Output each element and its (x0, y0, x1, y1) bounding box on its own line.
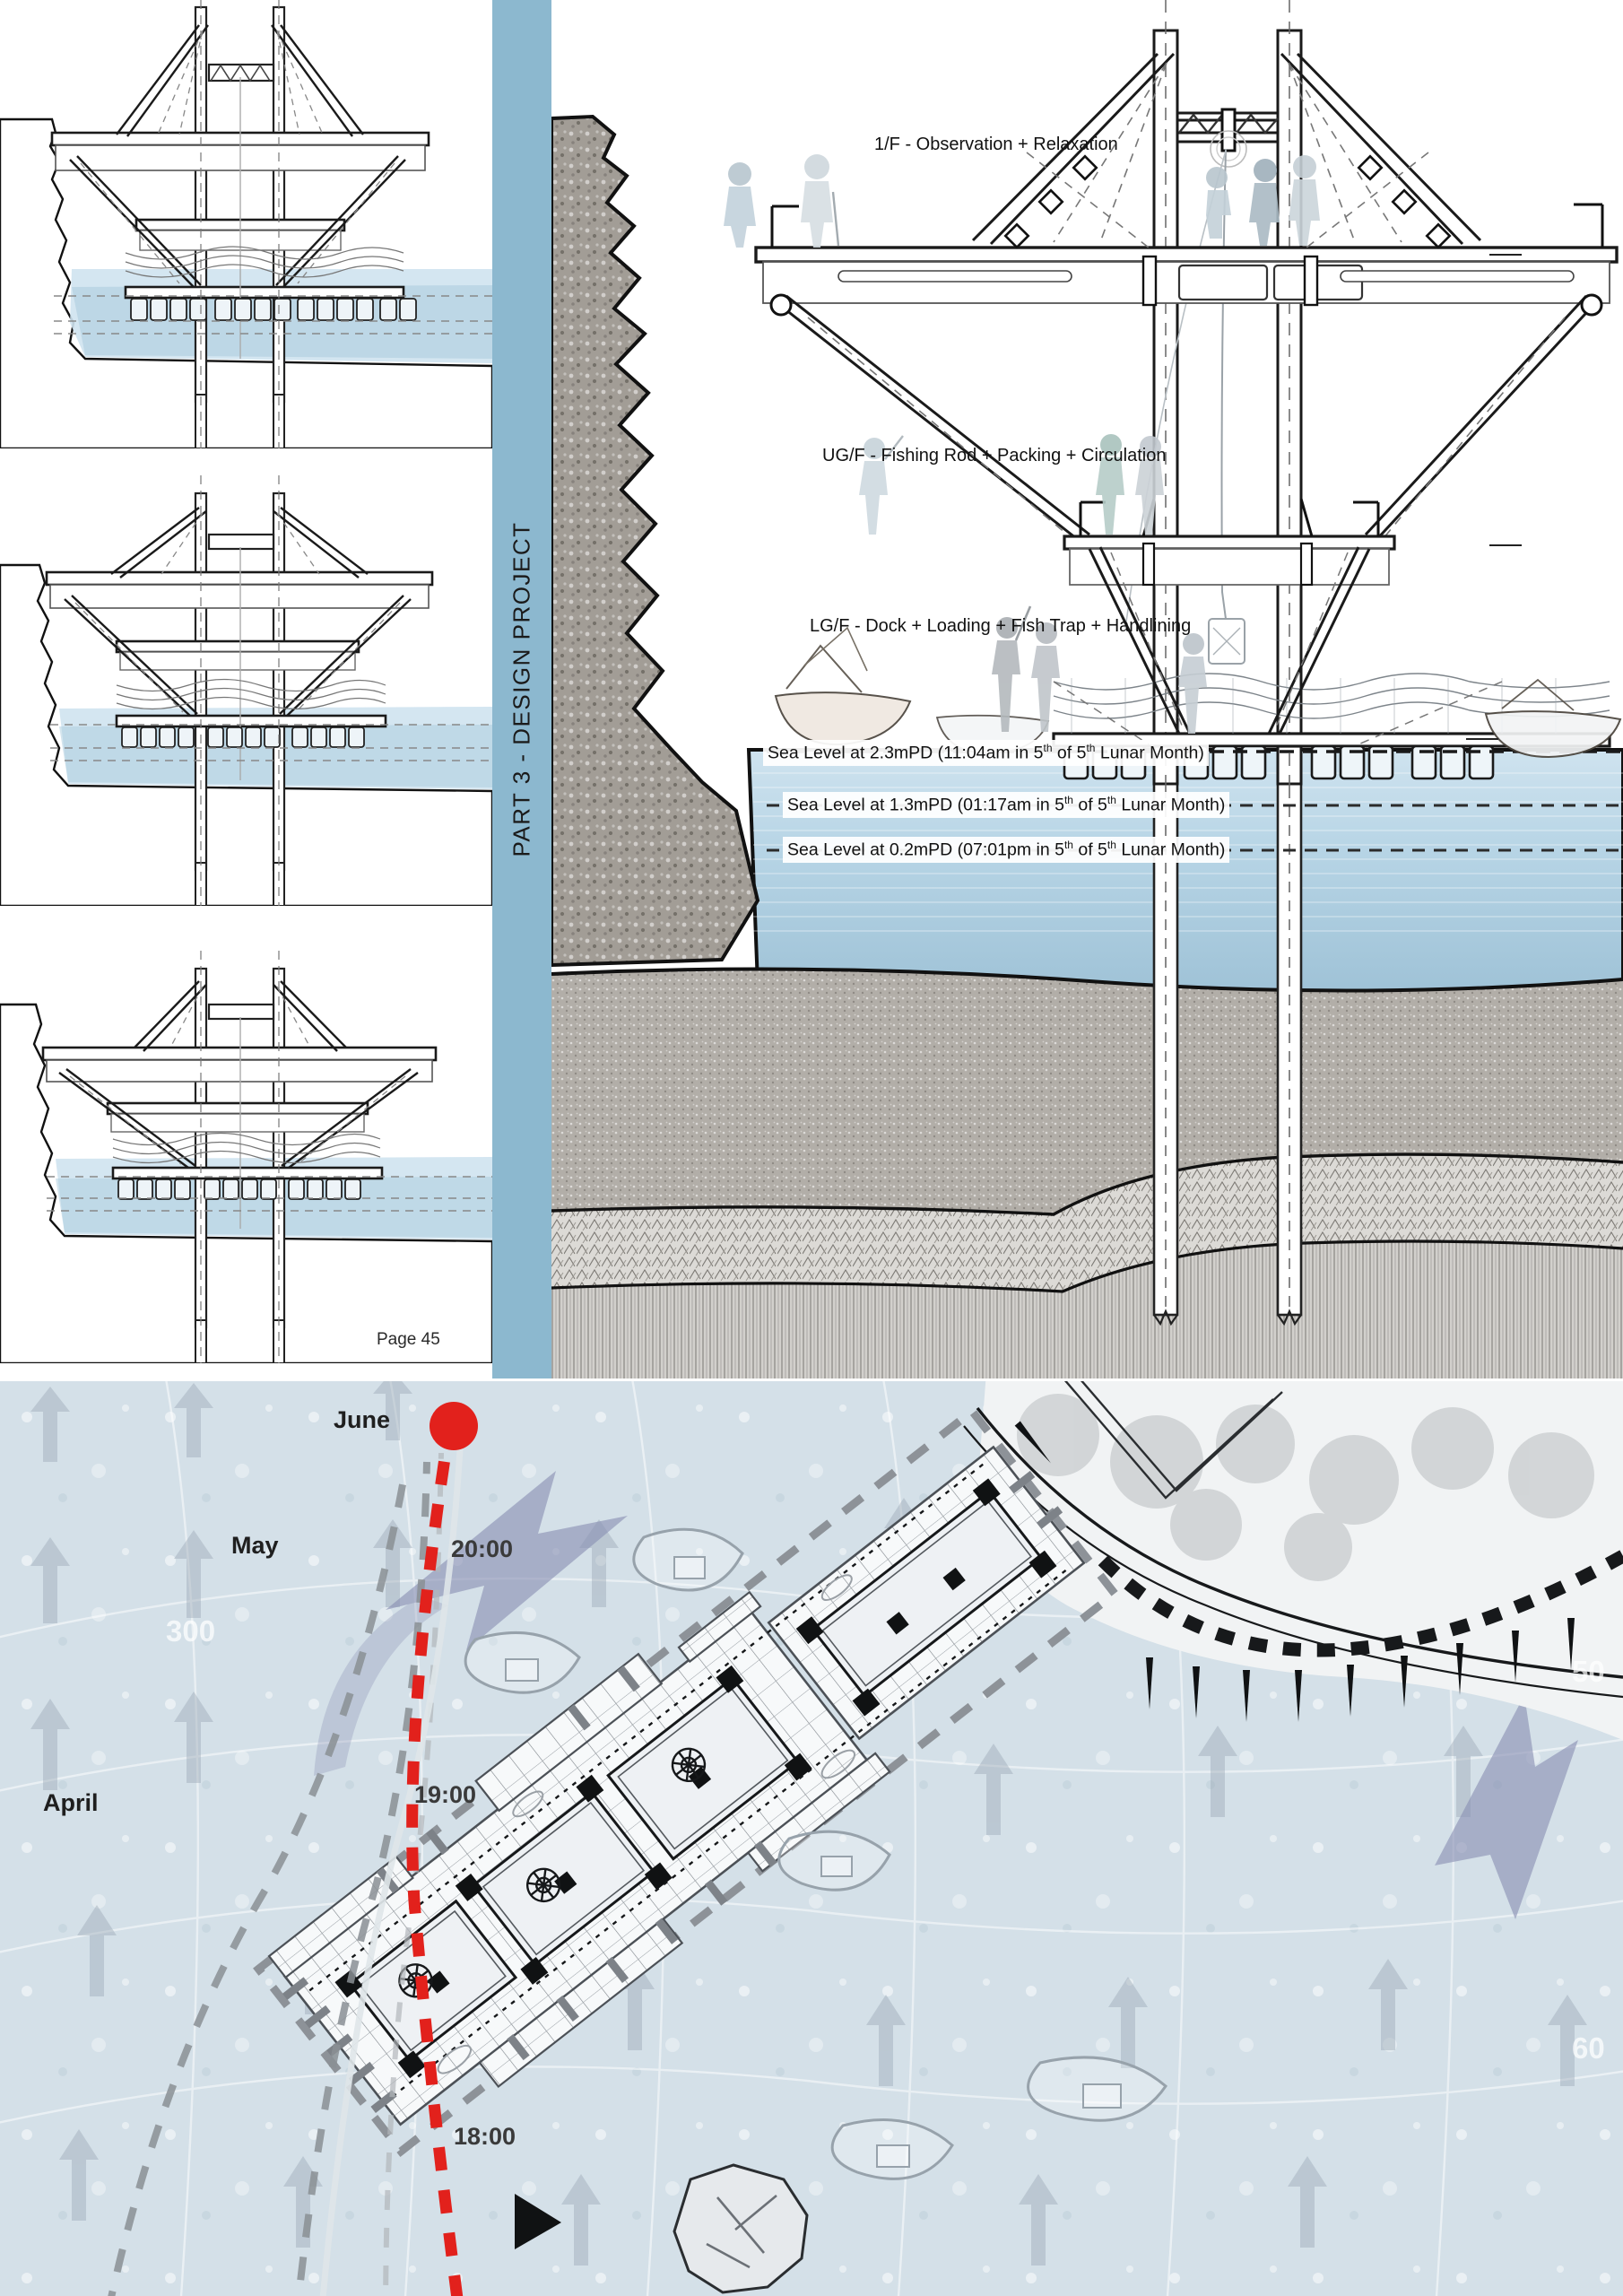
lower-stay-arms (777, 294, 1597, 544)
sea-low-post: Lunar Month) (1115, 839, 1226, 860)
depth-contour-60: 60 (1572, 2031, 1605, 2065)
sea-mid-post: Lunar Month) (1115, 795, 1226, 815)
sea-low-mid: of 5 (1072, 839, 1107, 860)
sun-path-june (406, 1433, 464, 2296)
tide-variant-low (0, 915, 492, 1363)
sea-low-sup1: th (1063, 839, 1073, 851)
pier-pavilions (348, 1489, 1044, 2063)
figure-ugf-mid-1 (1096, 434, 1124, 535)
mast-columns (1152, 0, 1303, 789)
sea-high-post: Lunar Month) (1095, 743, 1204, 763)
figure-ugf-mid-2 (1135, 436, 1164, 535)
mini-section-svg-2 (0, 475, 492, 906)
month-label-june: June (334, 1406, 391, 1433)
direction-triangle-marker (515, 2194, 561, 2249)
upper-stay-arms (971, 52, 1482, 246)
deck-ribs (282, 1470, 1063, 2113)
sea-low-pre: Sea Level at 0.2mPD (07:01pm in 5 (787, 839, 1064, 860)
mast-post-markers (334, 1478, 1057, 2079)
deck-dinghies (437, 1574, 855, 2074)
sea-mid-sup2: th (1107, 794, 1116, 806)
program-label-ugf: UG/F - Fishing Rod + Packing + Circulati… (822, 446, 1167, 465)
site-plan-map: June May April 20:00 19:00 18:00 300 50 … (0, 1378, 1623, 2296)
time-label-1900: 19:00 (414, 1781, 477, 1808)
shoreline-land (963, 1381, 1623, 1740)
sea-level-label-low: Sea Level at 0.2mPD (07:01pm in 5th of 5… (783, 837, 1230, 863)
sea-high-pre: Sea Level at 2.3mPD (11:04am in 5 (768, 743, 1044, 763)
seabed-soil-layer-3 (551, 1241, 1623, 1378)
rock-island (673, 2163, 809, 2294)
mini-section-svg-1 (0, 0, 492, 448)
sea-mid-sup1: th (1063, 794, 1073, 806)
top-truss (1176, 108, 1280, 168)
level-1f-deck (754, 203, 1619, 307)
program-label-lgf: LG/F - Dock + Loading + Fish Trap + Hand… (810, 616, 1192, 636)
main-section-svg (551, 0, 1623, 1378)
section-part-band: PART 3 - DESIGN PROJECT (492, 0, 551, 1378)
site-map-svg (0, 1381, 1623, 2296)
sea-mid-mid: of 5 (1072, 795, 1107, 815)
program-label-1f: 1/F - Observation + Relaxation (874, 135, 1118, 154)
month-label-april: April (43, 1789, 99, 1816)
tide-variant-high (0, 0, 492, 448)
time-label-1800: 18:00 (454, 2123, 516, 2150)
sea-level-label-high: Sea Level at 2.3mPD (11:04am in 5th of 5… (763, 740, 1209, 766)
figure-walker-1 (724, 162, 756, 248)
sea-high-sup2: th (1086, 742, 1096, 754)
figure-standing-right-1 (1249, 159, 1280, 246)
main-current-arrows (314, 1471, 1578, 1919)
circulation-dotted (308, 1459, 1072, 2098)
tide-variant-mid (0, 457, 492, 906)
sea-level-label-mid: Sea Level at 1.3mPD (01:17am in 5th of 5… (783, 792, 1230, 818)
label-leaders (1466, 254, 1522, 740)
tide-variant-column: Page 45 (0, 0, 492, 1378)
moored-boats (464, 1527, 1167, 2180)
page-number: Page 45 (377, 1330, 440, 1349)
arm-joints (1003, 154, 1452, 249)
hoist-cable (1124, 148, 1245, 665)
figure-seated (1206, 167, 1231, 239)
main-section-drawing: 1/F - Observation + Relaxation UG/F - Fi… (551, 0, 1623, 1378)
top-half: Page 45 PART 3 - DESIGN PROJECT (0, 0, 1623, 1378)
figure-lgf-1 (992, 605, 1032, 732)
depth-contour-300: 300 (166, 1614, 216, 1648)
figure-walker-2 (801, 154, 840, 248)
sea-mid-pre: Sea Level at 1.3mPD (01:17am in 5 (787, 795, 1064, 815)
rock-cliff (551, 114, 760, 968)
figure-ugf-left (859, 435, 904, 535)
figure-standing-right-2 (1289, 155, 1320, 246)
sampan-boats (774, 626, 1622, 759)
month-label-may: May (231, 1532, 279, 1559)
level-ugf-deck (1063, 498, 1396, 587)
sea-high-mid: of 5 (1052, 743, 1087, 763)
figure-lgf-2 (1031, 622, 1060, 732)
time-label-2000: 20:00 (451, 1535, 514, 1562)
sea-low-sup2: th (1107, 839, 1116, 851)
depth-contour-50: 50 (1572, 1655, 1605, 1688)
lower-braces (1088, 546, 1371, 735)
part-label: PART 3 - DESIGN PROJECT (508, 521, 535, 857)
sun-position-marker (430, 1402, 478, 1450)
figures (724, 154, 1320, 734)
upper-stay-dashed (1026, 62, 1429, 248)
sea-high-sup1: th (1043, 742, 1053, 754)
mini-section-svg-3 (0, 951, 492, 1363)
winch-symbols (398, 1747, 707, 1998)
figure-lgf-3 (1178, 633, 1207, 734)
